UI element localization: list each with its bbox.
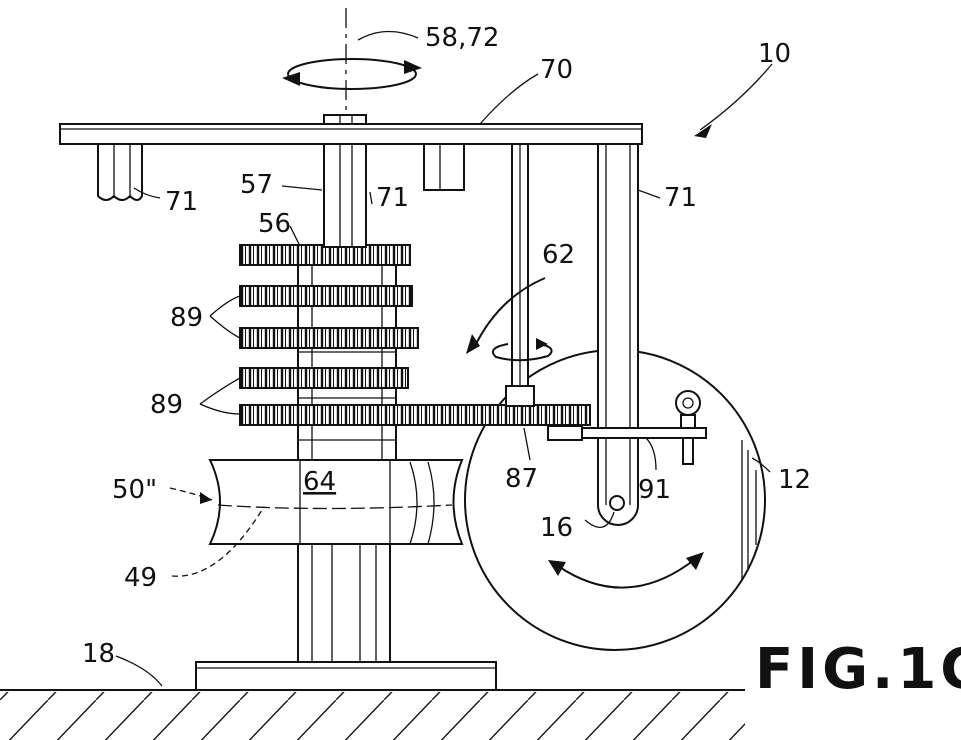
top-plate (59, 123, 643, 145)
label-gears-upper: 89 (170, 303, 203, 333)
label-post-shaft: 71 (376, 183, 409, 213)
pivot-pin (609, 495, 625, 511)
label-assembly: 10 (758, 39, 791, 69)
right-post (597, 143, 639, 526)
ground (0, 689, 745, 740)
label-drum-side: 50" (112, 475, 157, 505)
swing-arrow (548, 552, 704, 589)
arc-arrow-62 (466, 277, 546, 354)
lower-column (297, 543, 391, 663)
ground-hatching (0, 692, 745, 740)
label-drum-seam: 49 (124, 563, 157, 593)
rotation-arrow-pinion (492, 338, 553, 362)
reference-labels: 58,72 70 10 71 71 71 57 56 62 89 89 87 9… (82, 23, 811, 669)
label-plate: 70 (540, 55, 573, 85)
label-arc-arrow: 62 (542, 240, 575, 270)
label-pinion: 87 (505, 464, 538, 494)
base-plate (195, 661, 497, 691)
label-top-gear: 56 (258, 209, 291, 239)
gear-89-upper-b (239, 327, 419, 349)
posts-71 (97, 143, 465, 201)
gear-89-lower-a (239, 367, 409, 389)
pinion-column (505, 143, 535, 407)
gear-89-lower-b (239, 404, 591, 426)
gear-89-upper-a (239, 285, 413, 307)
label-wheel: 12 (778, 465, 811, 495)
label-gears-lower: 89 (150, 390, 183, 420)
label-post-left: 71 (165, 187, 198, 217)
label-shaft: 57 (240, 170, 273, 200)
drum (208, 459, 464, 545)
label-axis: 58,72 (425, 23, 499, 53)
leader-lines (115, 30, 773, 687)
label-post-right: 71 (664, 183, 697, 213)
label-pivot: 16 (540, 513, 573, 543)
label-link: 91 (638, 475, 671, 505)
link-arm (547, 390, 707, 465)
label-ground: 18 (82, 639, 115, 669)
label-drum: 64 (303, 467, 336, 497)
figure-label: FIG.1C (755, 637, 961, 702)
rotation-arrow-top (282, 58, 422, 90)
